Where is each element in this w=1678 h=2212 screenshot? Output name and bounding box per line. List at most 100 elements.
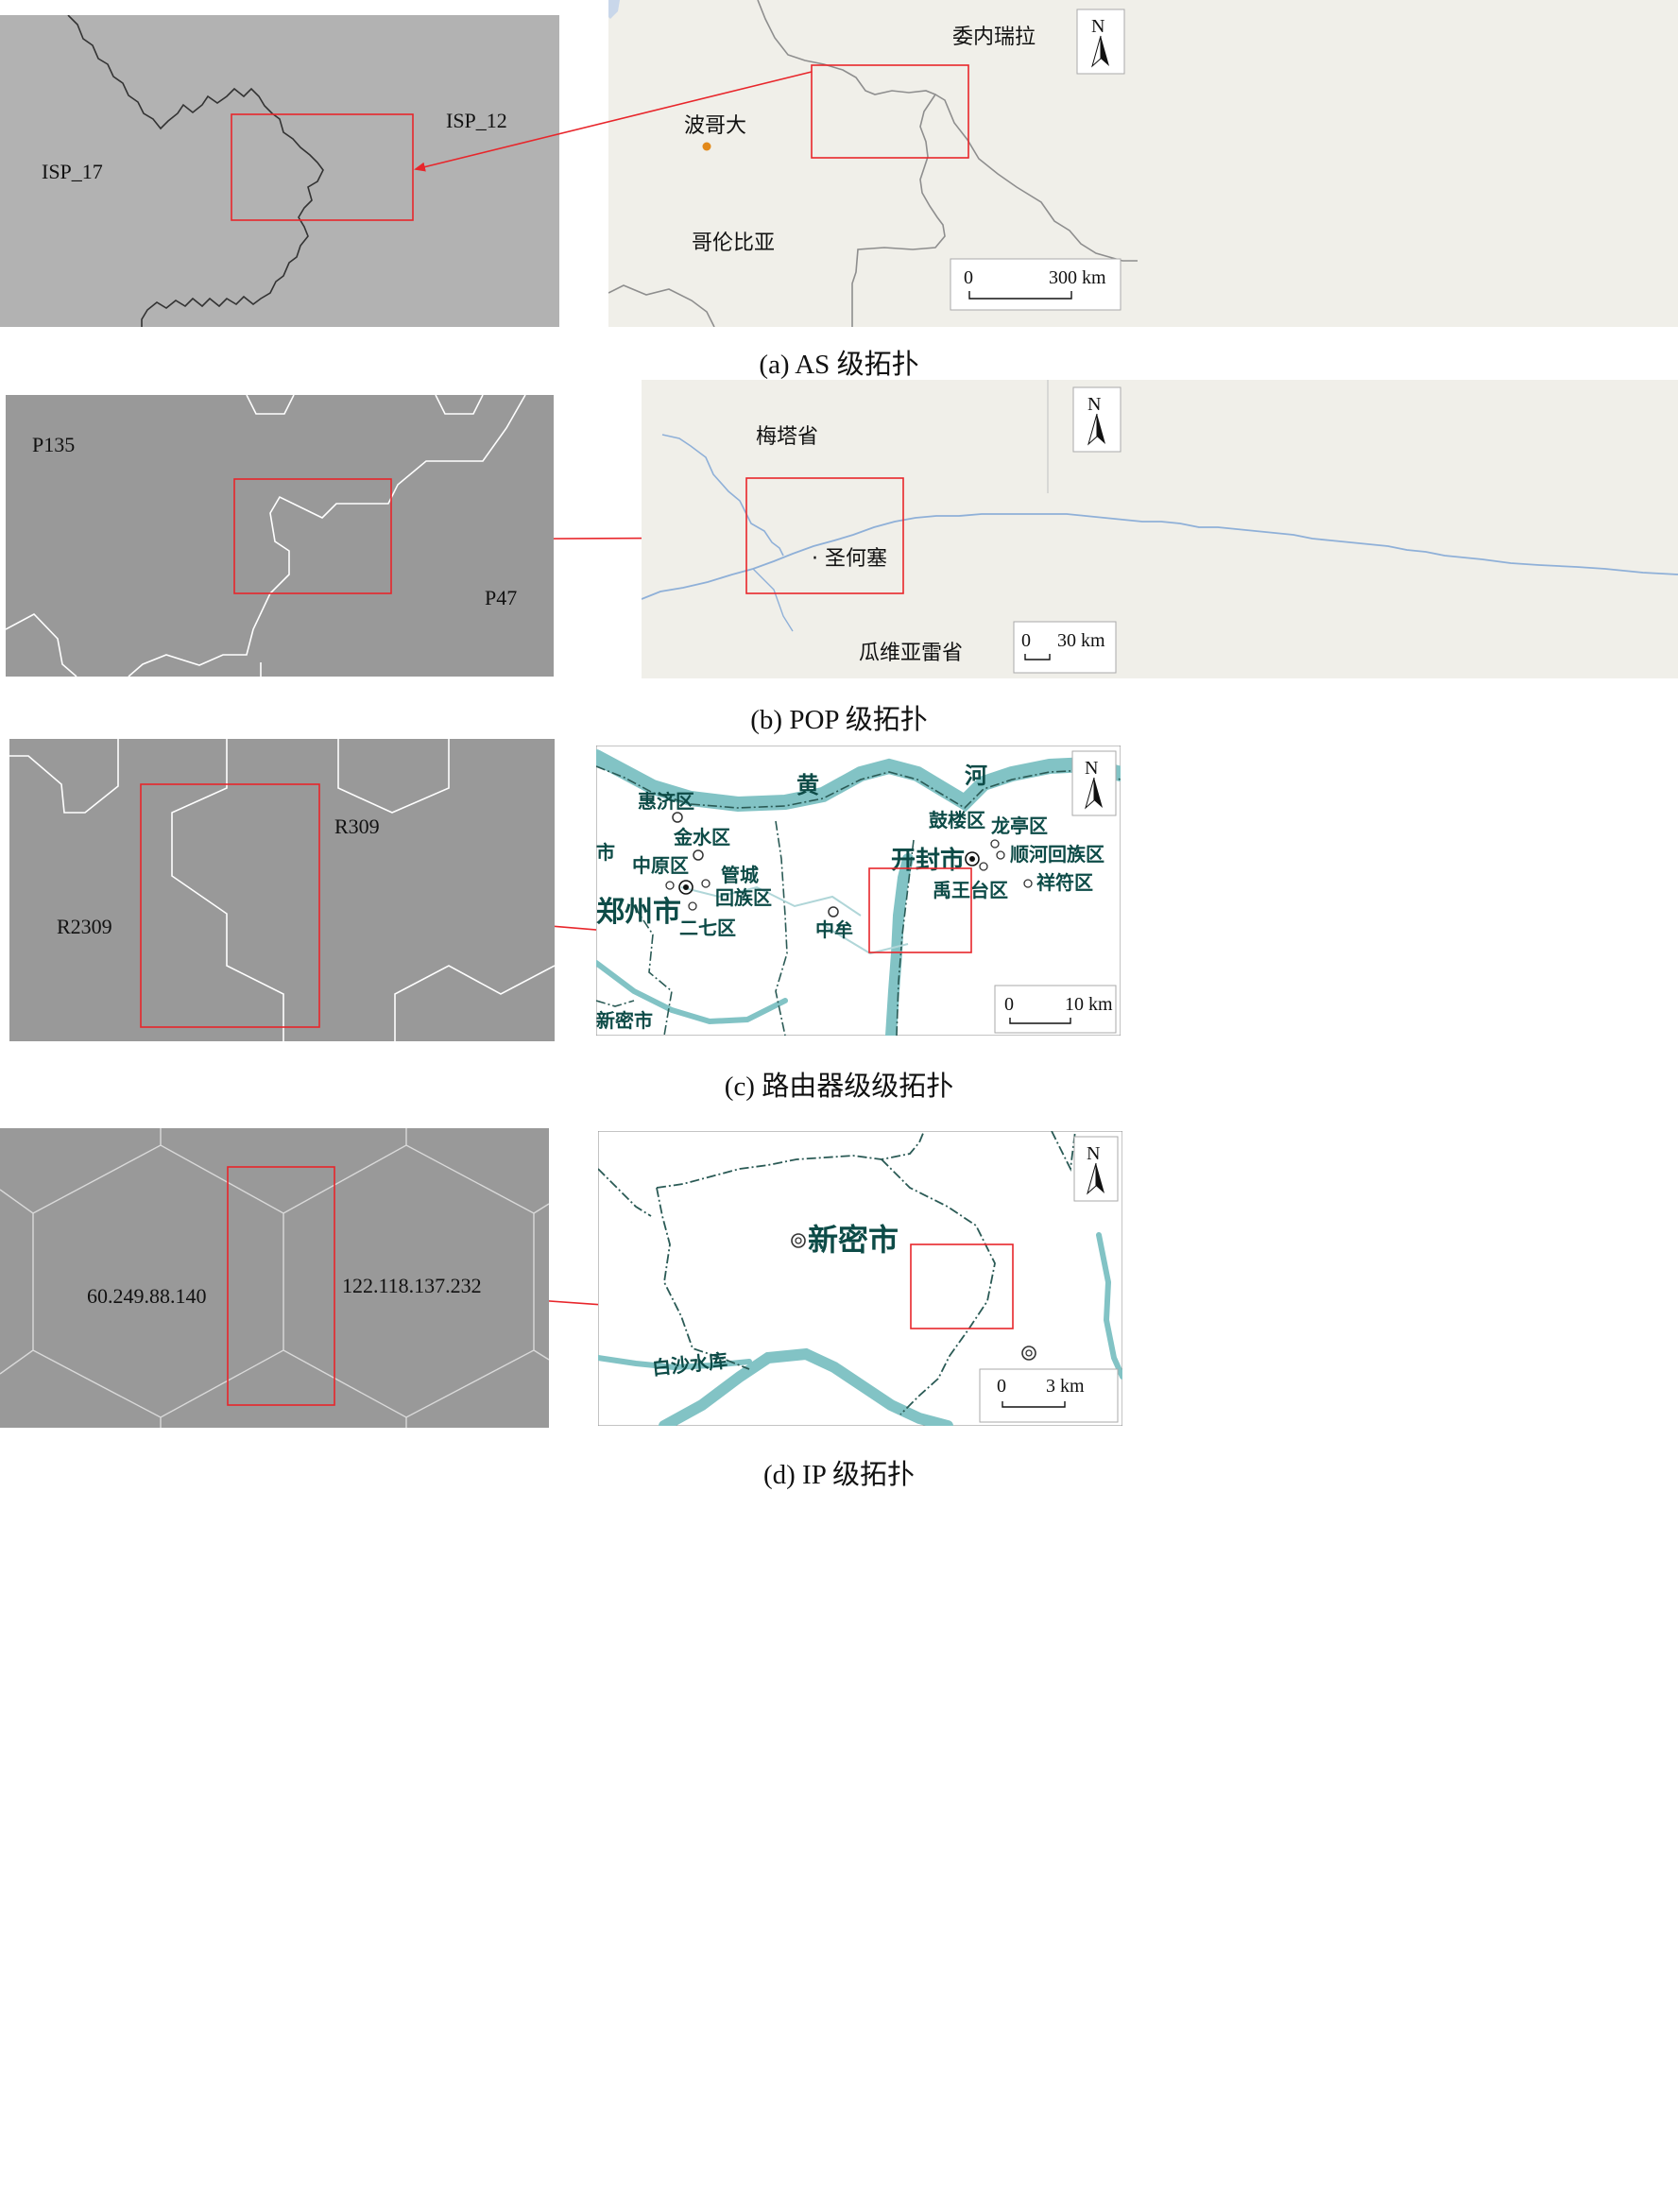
admin-border	[598, 1131, 1076, 1415]
map-label: 郑州市	[596, 896, 681, 929]
svg-text:3 km: 3 km	[1046, 1376, 1085, 1397]
country-border	[757, 0, 946, 327]
svg-text:N: N	[1087, 394, 1101, 415]
map-label: 惠济区	[638, 790, 694, 813]
svg-text:300 km: 300 km	[1049, 267, 1106, 288]
map-label: 顺河回族区	[1010, 843, 1104, 866]
caption-d: (d) IP 级拓扑	[762, 1460, 916, 1490]
highlight-box	[811, 64, 969, 159]
svg-text:0: 0	[1021, 630, 1031, 651]
map-label: 瓜维亚雷省	[859, 642, 963, 665]
pop-topology-canvas: P135 P47	[6, 395, 554, 677]
hexagon-edges	[0, 1128, 549, 1428]
map-label: 新密市	[808, 1222, 899, 1258]
panel-c-map: 黄 河 惠济区 金水区 中原区 管城 回族区 市 郑州市 二七区 中牟 鼓楼区 …	[596, 746, 1121, 1036]
region-label: 122.118.137.232	[342, 1274, 482, 1297]
map-label: 禹王台区	[933, 879, 1008, 901]
map-label: 中牟	[815, 918, 853, 941]
river	[598, 1232, 1122, 1426]
svg-text:0: 0	[964, 267, 973, 288]
region-label: P47	[485, 586, 517, 609]
map-label: · 圣何塞	[812, 547, 887, 571]
as-boundary-line	[67, 15, 324, 327]
svg-text:30 km: 30 km	[1057, 630, 1105, 651]
admin-border	[596, 765, 1121, 1036]
svg-text:10 km: 10 km	[1065, 994, 1113, 1015]
north-arrow-icon: N	[1071, 750, 1117, 816]
panel-d-map: 新密市 白沙水库 N 0 3 km	[598, 1131, 1122, 1426]
map-canvas: 委内瑞拉 波哥大 哥伦比亚 N 0 300 km	[608, 0, 1678, 327]
caption-c: (c) 路由器级级拓扑	[724, 1072, 954, 1102]
scale-bar: 0 3 km	[979, 1368, 1119, 1423]
river	[596, 749, 1121, 1036]
district-marker	[672, 812, 683, 823]
north-arrow-icon: N	[1072, 386, 1122, 453]
map-label: 回族区	[715, 886, 772, 909]
highlight-box	[231, 113, 414, 221]
router-topology-canvas: R309 R2309	[9, 739, 555, 1041]
scale-bar: 0 30 km	[1013, 621, 1117, 674]
country-border	[934, 94, 1138, 262]
svg-text:0: 0	[1004, 994, 1014, 1015]
region-label: R309	[334, 814, 380, 838]
city-marker	[965, 851, 980, 866]
map-label: 河	[965, 763, 987, 789]
map-label: 开封市	[891, 846, 965, 875]
river	[752, 568, 794, 632]
region-label: R2309	[57, 915, 112, 938]
map-label: 金水区	[673, 826, 730, 849]
panel-c-left: R309 R2309	[9, 739, 555, 1041]
map-canvas: 梅塔省 · 圣何塞 瓜维亚雷省 N 0 30 km	[642, 380, 1678, 678]
highlight-box	[233, 478, 392, 594]
map-label: 龙亭区	[991, 814, 1048, 837]
city-marker	[678, 880, 693, 895]
highlight-box	[140, 783, 320, 1028]
map-label: 市	[596, 841, 615, 864]
map-label: 委内瑞拉	[952, 26, 1036, 49]
city-marker	[791, 1233, 806, 1248]
map-label: 管城	[721, 864, 759, 886]
highlight-box	[868, 867, 972, 953]
panel-d-left: 60.249.88.140 122.118.137.232	[0, 1128, 549, 1428]
panel-a-map: 委内瑞拉 波哥大 哥伦比亚 N 0 300 km	[608, 0, 1678, 327]
highlight-box	[910, 1243, 1014, 1329]
map-label: 哥伦比亚	[692, 231, 775, 255]
north-arrow-icon: N	[1073, 1136, 1119, 1202]
country-border	[608, 284, 715, 327]
hexagon-edges	[9, 739, 555, 1041]
map-label: 黄	[796, 772, 819, 798]
panel-a-left: ISP_17 ISP_12	[0, 15, 559, 327]
hexagon-edges	[6, 395, 526, 677]
map-label: 中原区	[632, 854, 689, 877]
as-topology-canvas: ISP_17 ISP_12	[0, 15, 559, 327]
map-label: 波哥大	[684, 114, 746, 138]
ip-topology-canvas: 60.249.88.140 122.118.137.232	[0, 1128, 549, 1428]
district-marker	[693, 849, 704, 861]
river	[642, 513, 1678, 600]
map-label: 二七区	[679, 917, 736, 939]
scale-bar: 0 300 km	[950, 258, 1122, 311]
map-label: 祥符区	[1036, 871, 1093, 894]
district-marker	[828, 906, 839, 917]
city-marker	[1021, 1346, 1036, 1361]
minor-roads	[680, 885, 909, 955]
connector-arrow	[414, 71, 813, 172]
map-label: 梅塔省	[756, 425, 818, 449]
caption-a: (a) AS 级拓扑	[759, 350, 919, 380]
north-arrow-icon: N	[1076, 9, 1125, 75]
svg-text:N: N	[1087, 1143, 1100, 1164]
district-marker	[1023, 879, 1033, 888]
svg-text:N: N	[1085, 758, 1098, 779]
scale-bar: 0 10 km	[994, 985, 1117, 1034]
caption-b: (b) POP 级拓扑	[750, 705, 928, 735]
region-label: ISP_12	[446, 109, 507, 132]
map-label: 鼓楼区	[929, 809, 985, 832]
panel-b-left: P135 P47	[6, 395, 554, 677]
panel-b-map: 梅塔省 · 圣何塞 瓜维亚雷省 N 0 30 km	[642, 380, 1678, 678]
map-label: 新密市	[596, 1009, 653, 1032]
highlight-box	[745, 477, 904, 594]
river	[661, 434, 784, 557]
highlight-box	[227, 1166, 335, 1406]
map-canvas: 新密市 白沙水库 N 0 3 km	[598, 1131, 1122, 1426]
